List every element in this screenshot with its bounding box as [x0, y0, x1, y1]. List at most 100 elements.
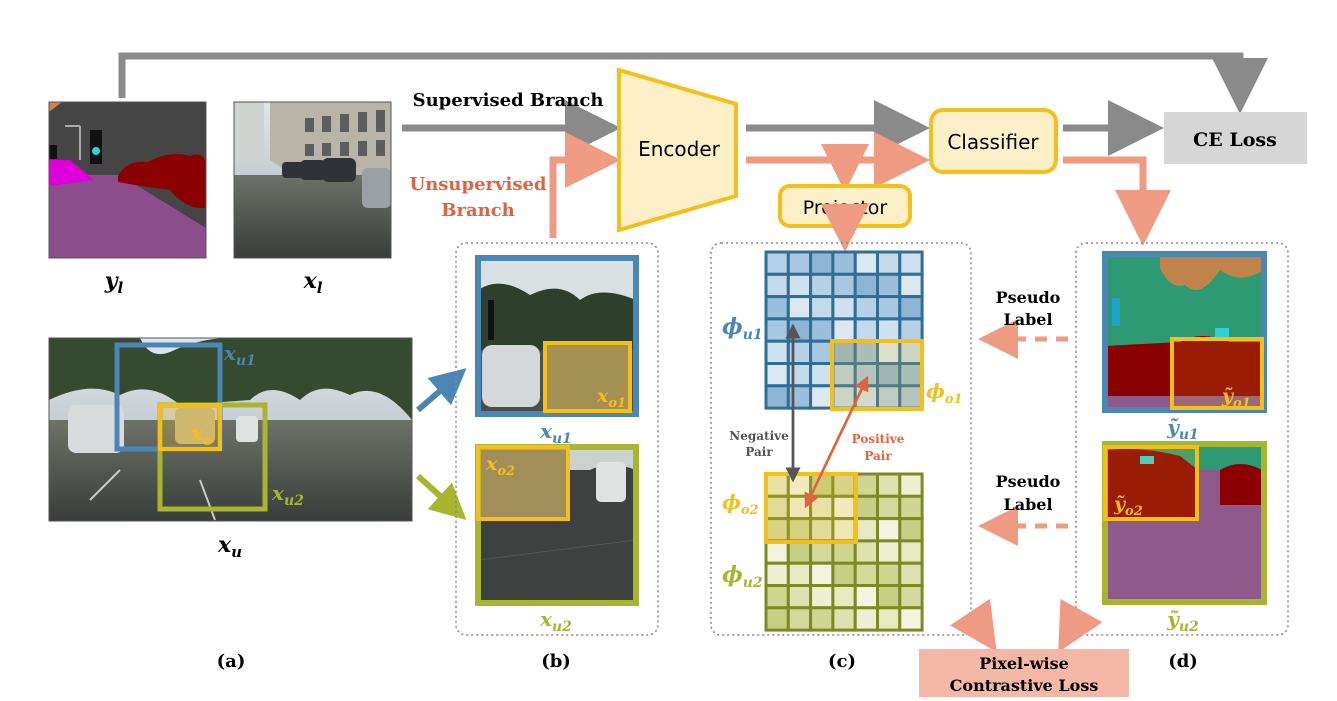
encoder-label: Encoder: [638, 137, 721, 161]
feature-cell: [898, 539, 924, 565]
feature-cell: [876, 584, 902, 610]
label-phi-u2: ϕu2: [722, 562, 763, 591]
classifier-block: [929, 108, 1058, 174]
feature-cell: [876, 517, 902, 543]
feature-cell: [764, 272, 790, 299]
feature-cell: [853, 606, 880, 632]
feature-cell: [786, 295, 813, 321]
feature-cell: [853, 250, 880, 276]
feature-cell: [809, 272, 835, 299]
feature-cell: [786, 362, 813, 388]
panel-label-d: (d): [1168, 651, 1198, 672]
arrow-to-crop-u2: [415, 473, 467, 521]
unsupervised-branch-label-2: Branch: [441, 200, 515, 221]
contrastive-loss-label-2: Contrastive Loss: [950, 676, 1099, 695]
label-y-o2: ỹo2: [1113, 493, 1143, 519]
pseudo-label-image-u2: [1102, 441, 1267, 605]
negative-pair-label-1: Negative: [729, 429, 789, 443]
image-x-l: [233, 101, 392, 259]
feature-cell: [786, 339, 813, 366]
label-phi-o1: ϕo1: [926, 379, 963, 407]
feature-cell: [898, 561, 924, 588]
feature-cell: [809, 606, 835, 632]
pseudo-label-image-u1: [1102, 251, 1267, 413]
feature-cell: [831, 561, 857, 588]
feature-cell: [786, 272, 813, 299]
feature-cell: [876, 317, 902, 343]
crop-image-u2: [475, 444, 639, 606]
feature-cell: [898, 606, 924, 632]
crop-image-u1: [475, 255, 639, 417]
feature-cell: [876, 250, 902, 276]
label-x-l: xl: [303, 268, 323, 297]
feature-cell: [786, 561, 813, 588]
panel-c-container: [710, 242, 972, 636]
feature-cell: [809, 384, 835, 410]
pseudo-label-text-1b: Label: [1003, 310, 1052, 329]
feature-cell: [853, 539, 880, 565]
feature-cell: [876, 606, 902, 632]
label-y-u2: ỹu2: [1166, 607, 1199, 635]
feature-cell: [831, 584, 857, 610]
features-to-contrastive-loss: [950, 598, 997, 652]
feature-cell: [876, 561, 902, 588]
feature-cell: [876, 472, 902, 498]
feature-cell: [809, 250, 835, 276]
label-y-l: yl: [104, 268, 124, 297]
label-x-o1: xo1: [596, 385, 626, 411]
feature-cell: [831, 539, 857, 565]
feature-cell: [898, 295, 924, 321]
image-x-u: [48, 337, 413, 522]
positive-pair-arrow-up: [804, 375, 869, 507]
feature-cell: [898, 272, 924, 299]
label-x-u2-on-xu: xu2: [271, 481, 304, 509]
panel-b-container: [455, 242, 659, 636]
panel-label-c: (c): [828, 651, 856, 672]
classifier-label: Classifier: [947, 130, 1039, 154]
feature-cell: [831, 317, 857, 343]
label-x-u1: xu1: [539, 419, 572, 447]
feature-cell: [764, 339, 790, 366]
label-y-o1: ỹo1: [1221, 385, 1251, 411]
feature-cell: [764, 362, 790, 388]
label-x-u2: xu2: [539, 607, 572, 635]
pseudo-label-text-2b: Label: [1003, 495, 1052, 514]
contrastive-loss-label-1: Pixel-wise: [979, 654, 1069, 673]
contrastive-loss-box: [919, 649, 1129, 697]
feature-cell: [809, 561, 835, 588]
feature-cell: [853, 295, 880, 321]
feature-cell: [853, 494, 880, 521]
feature-cell: [764, 561, 790, 588]
feature-cell: [853, 561, 880, 588]
feature-cell: [876, 494, 902, 521]
pseudo-label-text-1a: Pseudo: [996, 288, 1061, 307]
feature-cell: [853, 584, 880, 610]
feature-cell: [853, 517, 880, 543]
panel-label-a: (a): [217, 651, 246, 672]
feature-cell: [809, 317, 835, 343]
encoder-block: [617, 67, 738, 233]
feature-cell: [786, 606, 813, 632]
feature-cell: [786, 539, 813, 565]
label-x-u1-on-xu: xu1: [223, 341, 256, 369]
label-x-o-on-xu: xo: [190, 421, 212, 449]
unsupervised-branch-label-1: Unsupervised: [410, 174, 547, 195]
label-to-ce-loss-arrow: [118, 52, 1268, 114]
feature-cell: [876, 295, 902, 321]
feature-cell: [764, 384, 790, 410]
feature-grid-u2: [764, 472, 924, 632]
feature-cell: [898, 250, 924, 276]
feature-cell: [809, 295, 835, 321]
label-y-u1: ỹu1: [1166, 415, 1199, 443]
classifier-to-pseudo-label: [1063, 156, 1171, 246]
feature-cell: [764, 295, 790, 321]
feature-cell: [809, 584, 835, 610]
feature-cell: [831, 295, 857, 321]
feature-cell: [898, 317, 924, 343]
feature-box-o2: [764, 472, 858, 544]
feature-cell: [764, 584, 790, 610]
feature-cell: [764, 606, 790, 632]
feature-cell: [809, 362, 835, 388]
negative-pair-label-2: Pair: [745, 445, 773, 459]
